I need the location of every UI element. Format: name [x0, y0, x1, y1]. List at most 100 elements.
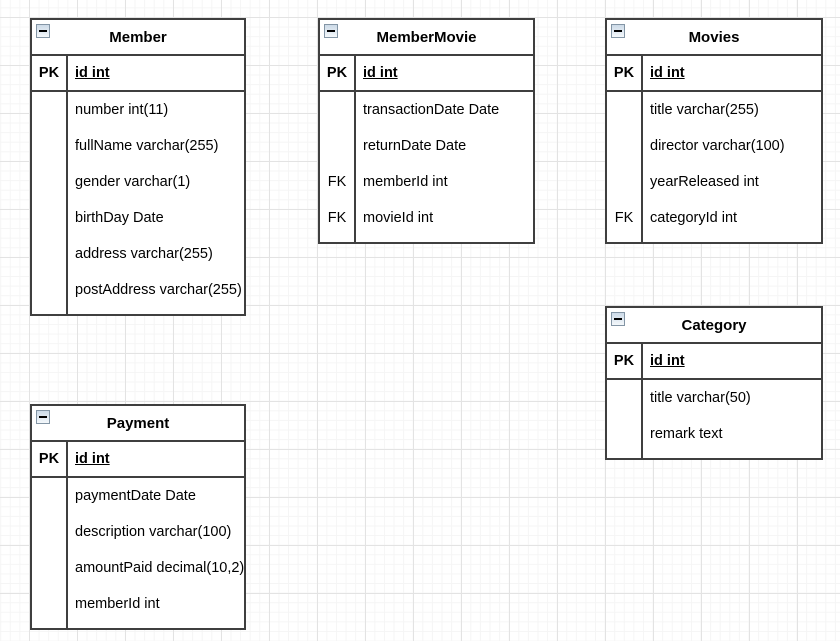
collapse-icon[interactable] [611, 24, 625, 38]
minus-icon [39, 416, 47, 418]
minus-icon [614, 318, 622, 320]
entity-header[interactable]: Member [32, 20, 244, 56]
key-badge [607, 416, 641, 452]
attribute-field: title varchar(50) [650, 390, 751, 406]
entity-header[interactable]: Movies [607, 20, 821, 56]
entity-header[interactable]: Category [607, 308, 821, 344]
minus-icon [327, 30, 335, 32]
attribute-field: address varchar(255) [75, 246, 213, 262]
key-badge [607, 128, 641, 164]
entity-title: MemberMovie [376, 28, 477, 46]
primary-key-row[interactable]: PK id int [32, 442, 244, 478]
attribute-field: title varchar(255) [650, 102, 759, 118]
pk-field: id int [363, 65, 398, 81]
key-badge [607, 92, 641, 128]
key-badge [32, 586, 66, 622]
attribute-field: paymentDate Date [75, 488, 196, 504]
attribute-row[interactable]: remark text [607, 416, 821, 452]
collapse-icon[interactable] [36, 410, 50, 424]
attribute-row[interactable]: FK memberId int [320, 164, 533, 200]
attribute-row[interactable]: postAddress varchar(255) [32, 272, 244, 308]
column-divider [66, 54, 68, 314]
attribute-field: memberId int [75, 596, 160, 612]
pk-badge: PK [38, 65, 60, 81]
pk-field: id int [650, 353, 685, 369]
key-badge: FK [327, 174, 347, 190]
key-badge [607, 380, 641, 416]
collapse-icon[interactable] [611, 312, 625, 326]
primary-key-row[interactable]: PK id int [607, 344, 821, 380]
attribute-row[interactable]: number int(11) [32, 92, 244, 128]
attribute-row[interactable]: birthDay Date [32, 200, 244, 236]
attribute-field: yearReleased int [650, 174, 759, 190]
attribute-field: transactionDate Date [363, 102, 500, 118]
key-badge [32, 128, 66, 164]
attribute-field: number int(11) [75, 102, 169, 118]
attribute-field: birthDay Date [75, 210, 164, 226]
attribute-row[interactable]: title varchar(50) [607, 380, 821, 416]
attribute-row[interactable]: gender varchar(1) [32, 164, 244, 200]
key-badge [607, 164, 641, 200]
collapse-icon[interactable] [324, 24, 338, 38]
attribute-row[interactable]: director varchar(100) [607, 128, 821, 164]
attribute-row[interactable]: transactionDate Date [320, 92, 533, 128]
entity-header[interactable]: MemberMovie [320, 20, 533, 56]
attribute-row[interactable]: FK movieId int [320, 200, 533, 236]
pk-badge: PK [613, 65, 635, 81]
attribute-field: gender varchar(1) [75, 174, 191, 190]
attribute-row[interactable]: address varchar(255) [32, 236, 244, 272]
entity-header[interactable]: Payment [32, 406, 244, 442]
minus-icon [614, 30, 622, 32]
pk-field: id int [650, 65, 685, 81]
key-badge [32, 478, 66, 514]
column-divider [641, 54, 643, 242]
attribute-field: amountPaid decimal(10,2) [75, 560, 244, 576]
pk-badge: PK [38, 451, 60, 467]
primary-key-row[interactable]: PK id int [320, 56, 533, 92]
attribute-row[interactable]: returnDate Date [320, 128, 533, 164]
primary-key-row[interactable]: PK id int [607, 56, 821, 92]
pk-field: id int [75, 451, 110, 467]
pk-badge: PK [326, 65, 348, 81]
key-badge [320, 128, 354, 164]
key-badge [32, 550, 66, 586]
key-badge [32, 236, 66, 272]
attribute-row[interactable]: paymentDate Date [32, 478, 244, 514]
attribute-field: fullName varchar(255) [75, 138, 219, 154]
attribute-row[interactable]: title varchar(255) [607, 92, 821, 128]
key-badge: FK [327, 210, 347, 226]
key-badge [32, 272, 66, 308]
attribute-row[interactable]: FK categoryId int [607, 200, 821, 236]
attribute-field: description varchar(100) [75, 524, 232, 540]
collapse-icon[interactable] [36, 24, 50, 38]
entity-body: number int(11) fullName varchar(255) gende… [32, 92, 244, 314]
attribute-row[interactable]: fullName varchar(255) [32, 128, 244, 164]
entity-body: title varchar(255) director varchar(100) y… [607, 92, 821, 242]
attribute-field: memberId int [363, 174, 448, 190]
pk-badge: PK [613, 353, 635, 369]
attribute-field: returnDate Date [363, 138, 467, 154]
attribute-row[interactable]: memberId int [32, 586, 244, 622]
entity-body: title varchar(50) remark text [607, 380, 821, 458]
column-divider [354, 54, 356, 242]
key-badge [32, 92, 66, 128]
attribute-row[interactable]: yearReleased int [607, 164, 821, 200]
key-badge [32, 514, 66, 550]
attribute-field: postAddress varchar(255) [75, 282, 242, 298]
attribute-field: movieId int [363, 210, 434, 226]
key-badge: FK [614, 210, 634, 226]
column-divider [641, 342, 643, 458]
attribute-field: categoryId int [650, 210, 738, 226]
key-badge [320, 92, 354, 128]
attribute-row[interactable]: description varchar(100) [32, 514, 244, 550]
entity-title: Member [109, 28, 167, 46]
attribute-row[interactable]: amountPaid decimal(10,2) [32, 550, 244, 586]
